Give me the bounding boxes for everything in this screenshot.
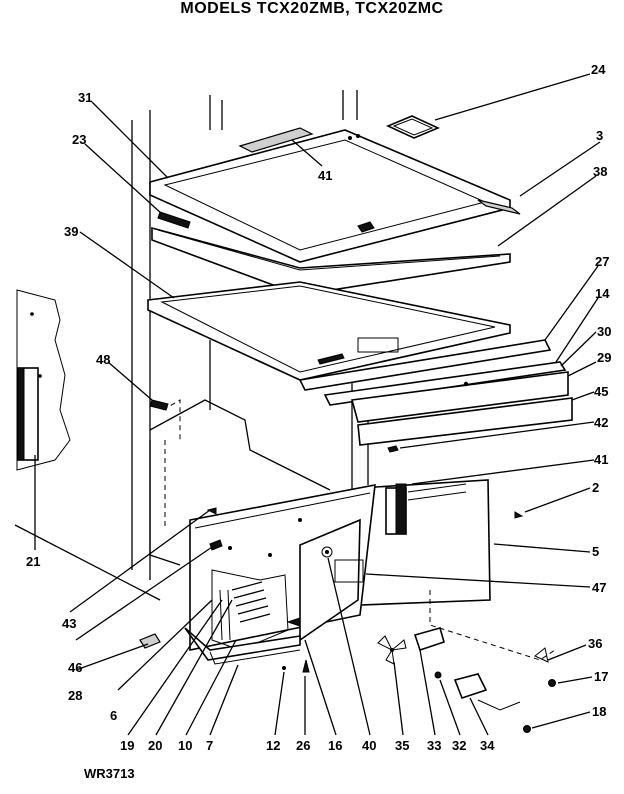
callout-36: 36 bbox=[588, 636, 602, 651]
callout-32: 32 bbox=[452, 738, 466, 753]
callout-23: 23 bbox=[72, 132, 86, 147]
callout-38: 38 bbox=[593, 164, 607, 179]
callout-39: 39 bbox=[64, 224, 78, 239]
clip bbox=[149, 399, 169, 411]
callout-17: 17 bbox=[594, 669, 608, 684]
callout-labels: 24 31 23 41 3 38 39 27 14 30 29 48 45 42… bbox=[26, 62, 611, 753]
callout-29: 29 bbox=[597, 350, 611, 365]
callout-18: 18 bbox=[592, 704, 606, 719]
side-panel bbox=[14, 289, 161, 601]
cover-plate bbox=[386, 115, 440, 139]
callout-19: 19 bbox=[120, 738, 134, 753]
callout-6: 6 bbox=[110, 708, 117, 723]
callout-14: 14 bbox=[595, 286, 610, 301]
callout-26: 26 bbox=[296, 738, 310, 753]
callout-41-top: 41 bbox=[318, 168, 332, 183]
callout-46: 46 bbox=[68, 660, 82, 675]
callout-20: 20 bbox=[148, 738, 162, 753]
callout-48: 48 bbox=[96, 352, 110, 367]
callout-34: 34 bbox=[480, 738, 495, 753]
callout-12: 12 bbox=[266, 738, 280, 753]
evaporator bbox=[211, 569, 289, 651]
callout-40: 40 bbox=[362, 738, 376, 753]
callout-7: 7 bbox=[206, 738, 213, 753]
callout-27: 27 bbox=[595, 254, 609, 269]
callout-41-mid: 41 bbox=[594, 452, 608, 467]
fan-motor bbox=[413, 627, 521, 711]
diagram-code: WR3713 bbox=[84, 766, 135, 781]
callout-16: 16 bbox=[328, 738, 342, 753]
callout-24: 24 bbox=[591, 62, 606, 77]
callout-2: 2 bbox=[592, 480, 599, 495]
callout-42: 42 bbox=[594, 415, 608, 430]
callout-30: 30 bbox=[597, 324, 611, 339]
shelf bbox=[147, 281, 511, 381]
callout-21: 21 bbox=[26, 554, 40, 569]
callout-5: 5 bbox=[592, 544, 599, 559]
cabinet-outline bbox=[131, 90, 369, 580]
callout-31: 31 bbox=[78, 90, 92, 105]
callout-33: 33 bbox=[427, 738, 441, 753]
callout-35: 35 bbox=[395, 738, 409, 753]
fan-blade bbox=[377, 635, 407, 665]
diagram-title: MODELS TCX20ZMB, TCX20ZMC bbox=[180, 0, 444, 17]
callout-43: 43 bbox=[62, 616, 76, 631]
callout-45: 45 bbox=[594, 384, 608, 399]
bracket bbox=[477, 199, 521, 215]
frame bbox=[151, 226, 511, 296]
control-panel bbox=[189, 484, 376, 651]
leader-lines bbox=[34, 73, 601, 736]
top-strip bbox=[238, 127, 314, 153]
front-panels bbox=[298, 339, 573, 453]
callout-47: 47 bbox=[592, 580, 606, 595]
callout-10: 10 bbox=[178, 738, 192, 753]
callout-3: 3 bbox=[596, 128, 603, 143]
screws bbox=[282, 511, 556, 733]
housing bbox=[359, 479, 556, 661]
callout-28: 28 bbox=[68, 688, 82, 703]
